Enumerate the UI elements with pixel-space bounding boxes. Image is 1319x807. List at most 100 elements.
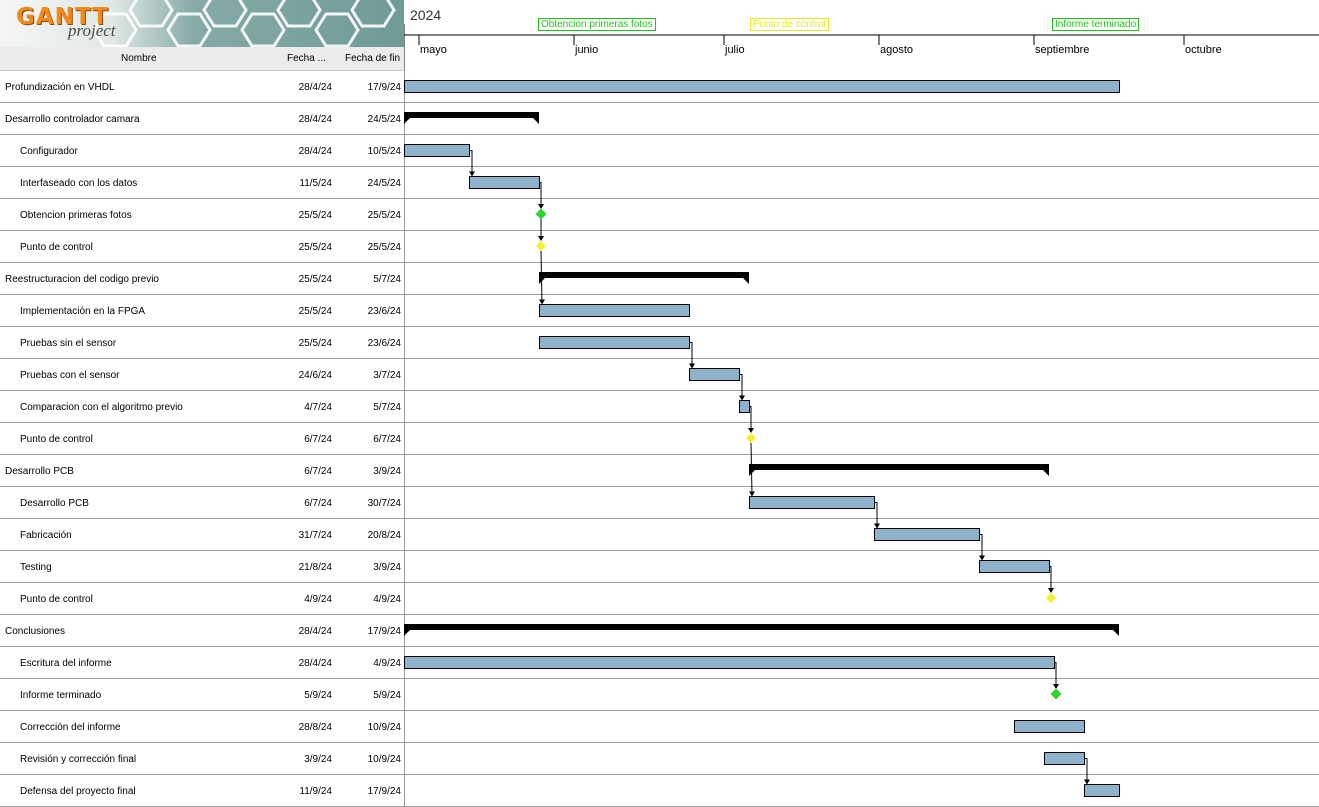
milestone-diamond[interactable] bbox=[1050, 688, 1062, 700]
task-start-date: 5/9/24 bbox=[304, 690, 332, 701]
task-name: Obtencion primeras fotos bbox=[20, 210, 132, 221]
milestone-flag-informe: Informe terminado bbox=[1052, 18, 1140, 31]
summary-bar-right-cap[interactable] bbox=[1043, 470, 1049, 476]
dependency-line bbox=[749, 406, 752, 432]
task-bar[interactable] bbox=[874, 528, 980, 541]
task-name: Corrección del informe bbox=[20, 722, 121, 733]
milestone-diamond[interactable] bbox=[536, 241, 546, 251]
summary-bar[interactable] bbox=[404, 624, 1119, 630]
task-bar[interactable] bbox=[404, 656, 1055, 669]
milestone-diamond[interactable] bbox=[746, 433, 756, 443]
summary-bar-right-cap[interactable] bbox=[1113, 630, 1119, 636]
task-bar[interactable] bbox=[1084, 784, 1120, 797]
task-end-date: 10/9/24 bbox=[367, 754, 401, 765]
task-end-date: 17/9/24 bbox=[367, 786, 401, 797]
summary-bar-left-cap[interactable] bbox=[404, 118, 410, 124]
task-start-date: 6/7/24 bbox=[304, 498, 332, 509]
dependency-arrowhead bbox=[469, 171, 475, 177]
task-bar[interactable] bbox=[469, 176, 540, 189]
task-name: Punto de control bbox=[20, 434, 93, 445]
task-start-date: 31/7/24 bbox=[298, 530, 332, 541]
task-bar[interactable] bbox=[404, 144, 470, 157]
task-bar[interactable] bbox=[1014, 720, 1085, 733]
table-chart-divider[interactable] bbox=[404, 70, 405, 807]
dependency-arrowhead bbox=[979, 555, 985, 561]
task-name: Configurador bbox=[20, 146, 78, 157]
task-start-date: 28/4/24 bbox=[298, 626, 332, 637]
summary-bar[interactable] bbox=[539, 272, 749, 278]
dependency-line bbox=[689, 342, 693, 368]
task-bar[interactable] bbox=[689, 368, 740, 381]
dependency-line bbox=[1084, 758, 1088, 784]
task-end-date: 5/7/24 bbox=[373, 274, 401, 285]
task-start-date: 25/5/24 bbox=[298, 306, 332, 317]
task-start-date: 4/9/24 bbox=[304, 594, 332, 605]
task-bar[interactable] bbox=[404, 80, 1120, 93]
task-bar[interactable] bbox=[749, 496, 875, 509]
task-start-date: 28/4/24 bbox=[298, 146, 332, 157]
task-name: Conclusiones bbox=[5, 626, 66, 637]
task-end-date: 5/7/24 bbox=[373, 402, 401, 413]
task-name: Implementación en la FPGA bbox=[20, 306, 146, 317]
task-end-date: 25/5/24 bbox=[367, 210, 401, 221]
summary-bar-right-cap[interactable] bbox=[743, 278, 749, 284]
task-name: Pruebas sin el sensor bbox=[20, 338, 117, 349]
dependency-arrowhead bbox=[538, 204, 544, 209]
gantt-chart bbox=[404, 24, 1319, 797]
milestone-flag-obtencion: Obtencion primeras fotos bbox=[538, 18, 656, 31]
task-name: Punto de control bbox=[20, 594, 93, 605]
task-end-date: 23/6/24 bbox=[367, 306, 401, 317]
summary-bar-right-cap[interactable] bbox=[533, 118, 539, 124]
task-row[interactable]: Implementación en la FPGA 25/5/24 23/6/24 bbox=[0, 295, 1319, 327]
task-bar[interactable] bbox=[1044, 752, 1085, 765]
task-bar[interactable] bbox=[739, 400, 750, 413]
task-start-date: 3/9/24 bbox=[304, 754, 332, 765]
task-name: Desarrollo PCB bbox=[20, 498, 89, 509]
summary-bar[interactable] bbox=[404, 112, 539, 118]
dependency-arrowhead bbox=[1084, 779, 1090, 785]
summary-bar-left-cap[interactable] bbox=[404, 630, 410, 636]
summary-bar[interactable] bbox=[749, 464, 1049, 470]
task-start-date: 21/8/24 bbox=[298, 562, 332, 573]
milestone-diamond[interactable] bbox=[1046, 593, 1056, 603]
column-header-name[interactable]: Nombre bbox=[121, 53, 157, 64]
column-header-end[interactable]: Fecha de fin bbox=[345, 53, 401, 64]
dependency-arrowhead bbox=[739, 395, 745, 401]
task-name: Desarrollo PCB bbox=[5, 466, 74, 477]
logo-subtext: project bbox=[68, 21, 116, 40]
task-bar[interactable] bbox=[539, 336, 690, 349]
task-end-date: 3/9/24 bbox=[373, 466, 401, 477]
task-bar[interactable] bbox=[979, 560, 1050, 573]
milestone-diamond[interactable] bbox=[535, 208, 547, 220]
task-end-date: 23/6/24 bbox=[367, 338, 401, 349]
dependency-arrowhead bbox=[874, 523, 880, 529]
month-label-julio: julio bbox=[725, 44, 745, 56]
dependency-line bbox=[750, 442, 753, 496]
task-name: Fabricación bbox=[20, 530, 72, 541]
dependency-line bbox=[739, 374, 743, 400]
task-bar[interactable] bbox=[539, 304, 690, 317]
hexagon-pattern-graphic bbox=[92, 0, 396, 47]
column-header-start[interactable]: Fecha ... bbox=[287, 53, 326, 64]
